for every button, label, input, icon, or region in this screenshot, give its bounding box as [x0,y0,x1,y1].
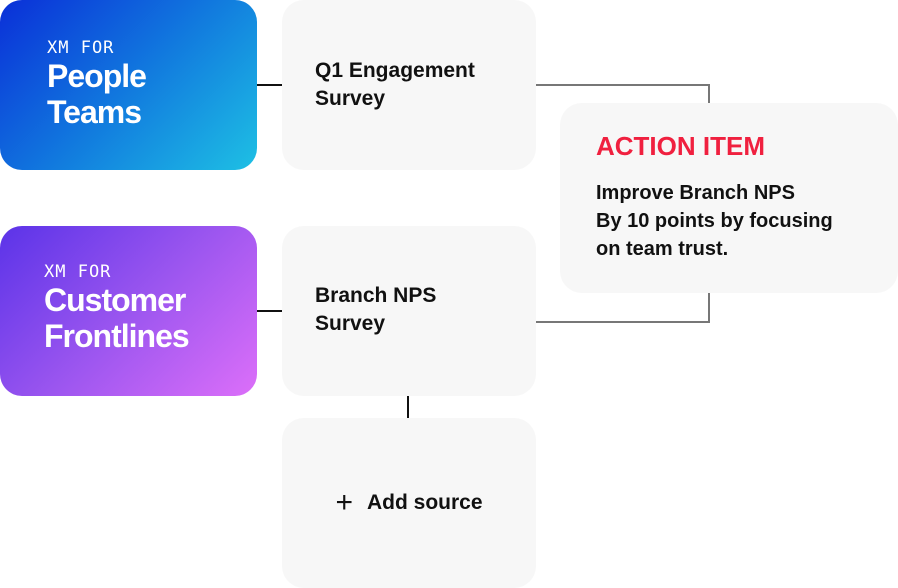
connector-people-q1 [257,84,282,86]
connector-nps-action [536,321,710,323]
people-eyebrow: XM FOR [47,38,115,58]
nps-label-line2: Survey [315,312,386,335]
add-source-button[interactable]: + Add source [282,418,536,588]
connector-frontlines-nps [257,310,282,312]
xm-people-teams-card[interactable]: XM FOR People Teams [0,0,257,170]
q1-engagement-survey-card[interactable]: Q1 Engagement Survey [282,0,536,170]
connector-nps-action-vertical [708,293,710,323]
action-item-heading: ACTION ITEM [596,131,765,161]
action-line-2: By 10 points by focusing [596,210,833,232]
frontlines-eyebrow: XM FOR [44,262,112,282]
xm-customer-frontlines-card[interactable]: XM FOR Customer Frontlines [0,226,257,396]
action-item-body: Improve Branch NPS By 10 points by focus… [596,179,898,263]
action-line-1: Improve Branch NPS [596,182,795,204]
people-title-line2: Teams [47,94,142,130]
nps-label-line1: Branch NPS [315,284,437,307]
connector-q1-action-vertical [708,84,710,103]
people-title-line1: People [47,58,147,94]
frontlines-title-line2: Frontlines [44,318,190,354]
plus-icon: + [335,486,353,519]
q1-label-line1: Q1 Engagement [315,59,475,82]
connector-q1-action [536,84,710,86]
connector-nps-add [407,396,409,418]
q1-label-line2: Survey [315,87,386,110]
add-source-label: Add source [367,491,483,514]
action-line-3: on team trust. [596,238,729,260]
action-item-card[interactable]: ACTION ITEM Improve Branch NPS By 10 poi… [560,103,898,293]
frontlines-title-line1: Customer [44,282,186,318]
branch-nps-survey-card[interactable]: Branch NPS Survey [282,226,536,396]
